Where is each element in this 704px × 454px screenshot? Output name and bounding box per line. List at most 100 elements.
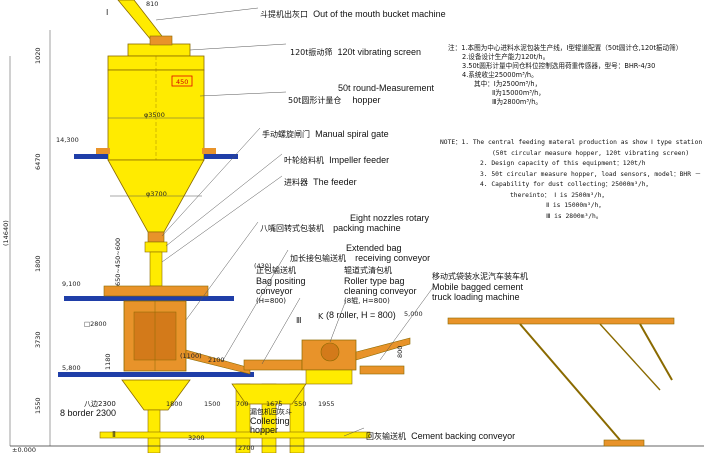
- dim-el-0: ±0.000: [12, 446, 37, 454]
- notes-en: NOTE：1. The central feeding materal prod…: [440, 138, 704, 222]
- label-vibrating-screen-cn: 120t振动筛: [290, 48, 333, 57]
- label-cement-backing-en: Cement backing conveyor: [411, 431, 516, 441]
- dim-phi3700: φ3700: [146, 190, 167, 198]
- dim-el-9100: 9,100: [62, 280, 81, 288]
- label-extended-en-line1: Extended bag: [346, 243, 402, 253]
- label-extended-en1: Extended bag: [346, 236, 402, 255]
- d450-box: [171, 75, 193, 87]
- notes-cn-line-4: 4.系统收尘25000m³/h。: [462, 71, 538, 79]
- notes-en-line-1: 1. The central feeding materal productio…: [461, 139, 703, 146]
- vibrating-screen-box: [127, 43, 191, 57]
- label-bag-positing-en-line1: Bag positing: [256, 276, 306, 286]
- platform-5800: [58, 372, 254, 377]
- label-measure-hopper-en-line2: hopper: [352, 95, 381, 105]
- truck-loader-leg-3: [599, 323, 661, 391]
- label-vibrating-screen-en: 120t vibrating screen: [337, 47, 422, 57]
- roller-drum: [320, 342, 340, 362]
- label-feeder-cn: 进料器: [284, 178, 308, 187]
- label-border-cn: 八边2300: [84, 400, 116, 408]
- notes-cn-line-6: Ⅱ为15000m³/h，: [492, 89, 545, 97]
- dim-700: 700: [236, 400, 249, 408]
- label-bag-positing-en-line2: conveyor: [256, 286, 293, 296]
- mark-III: Ⅲ: [296, 316, 302, 325]
- label-measure-hopper-en1: 50t round-Measurement: [338, 76, 434, 95]
- label-bucket-outlet-en: Out of the mouth bucket machine: [313, 9, 446, 19]
- label-bag-positing-en-line3: (H=800): [256, 297, 286, 305]
- label-packing-cn: 八嘴回转式包装机: [260, 224, 324, 233]
- support-leg-1: [147, 409, 161, 453]
- label-measure-hopper: 50t圆形计量仓 hopper: [288, 88, 380, 107]
- notes-cn-line-5: 其中：Ⅰ为2500m³/h，: [474, 80, 542, 88]
- label-mobile-truck-en-line1: Mobile bagged cement: [432, 282, 524, 292]
- notes-cn-line-0: 注：1.本图为中心进料水泥包装生产线，Ⅰ型辊道配置（50t圆计仓,120t振动筛…: [448, 44, 682, 53]
- bag-positing-conveyor: [243, 359, 303, 371]
- label-packing-en-line1: Eight nozzles rotary: [350, 213, 430, 223]
- label-roller-cleaning: 辊道式清包机 Roller type bag cleaning conveyor…: [344, 266, 417, 306]
- label-bucket-outlet: 斗提机出灰口 Out of the mouth bucket machine: [260, 2, 446, 21]
- platform-9100: [64, 296, 234, 301]
- roller-legs: [305, 369, 353, 385]
- notes-en-line-3: 2. Design capacity of this equipment：120…: [480, 160, 646, 167]
- notes-en-line-4: 3. 50t circular measure hopper, load sen…: [480, 170, 704, 178]
- label-feeder: 进料器 The feeder: [284, 170, 357, 189]
- label-extended-cn: 加长接包输送机: [290, 254, 346, 263]
- label-collecting-hopper-en-line2: hopper: [250, 425, 279, 435]
- label-roller-cleaning-en-line1: Roller type bag: [344, 276, 405, 286]
- dim-el-14300: 14,300: [56, 136, 79, 144]
- label-feeder-en: The feeder: [313, 177, 357, 187]
- label-mobile-truck-en-line2: truck loading machine: [432, 292, 520, 302]
- dim-1800h: 1800: [166, 400, 183, 408]
- truck-loader-base: [603, 439, 645, 447]
- dim-2100: 2100: [208, 356, 225, 364]
- dim-1500: 1500: [204, 400, 221, 408]
- notes-cn-line-1: 1.本图为中心进料水泥包装生产线，Ⅰ型辊道配置（50t圆计仓,120t振动筛）: [461, 44, 683, 52]
- label-cement-backing: 回灰输送机 Cement backing conveyor: [366, 424, 515, 443]
- label-spiral-gate-en: Manual spiral gate: [315, 129, 389, 139]
- dim-1800: 1800: [34, 255, 42, 272]
- label-cement-backing-cn: 回灰输送机: [366, 432, 406, 441]
- spiral-gate-body: [147, 231, 165, 243]
- label-impeller: 叶轮给料机 Impeller feeder: [284, 148, 389, 167]
- label-collecting-hopper-en-line1: Collecting: [250, 416, 290, 426]
- label-measure-hopper-cn: 50t圆形计量仓: [288, 96, 342, 105]
- label-vibrating-screen: 120t振动筛 120t vibrating screen: [290, 40, 421, 59]
- mark-I: Ⅰ: [106, 8, 109, 17]
- label-roller-cleaning-en-line3: (8 roller, H = 800): [326, 310, 396, 320]
- dim-650: 650~450~600: [114, 237, 122, 286]
- truck-loader-leg-1: [519, 323, 621, 441]
- screen-drive: [149, 35, 173, 46]
- label-packing-en1: Eight nozzles rotary: [350, 206, 429, 225]
- label-impeller-en: Impeller feeder: [329, 155, 390, 165]
- cement-backing-conveyor: [99, 431, 371, 439]
- label-spiral-gate-cn: 手动螺旋闸门: [262, 130, 310, 139]
- notes-en-line-8: Ⅲ is 2800m³/h。: [546, 212, 603, 220]
- notes-en-line-6: thereinto： Ⅰ is 2500m³/h，: [510, 191, 608, 199]
- dim-phi3500: φ3500: [144, 111, 165, 119]
- dim-el-5800: 5,800: [62, 364, 81, 372]
- label-mobile-truck-cn: 移动式袋装水泥汽车装车机: [432, 272, 528, 281]
- notes-cn-title: 注：: [448, 44, 462, 52]
- label-border: 八边2300 8 border 2300: [60, 400, 116, 418]
- truck-loader-leg-2: [639, 323, 673, 381]
- label-bag-positing: 正包输送机 Bag positing conveyor (H=800): [256, 266, 306, 306]
- dim-6470: 6470: [34, 153, 42, 170]
- packer-top-frame: [103, 285, 209, 297]
- incline-conveyor: [355, 337, 411, 361]
- collecting-hopper-shape: [231, 383, 307, 405]
- dim-430: (430): [254, 262, 272, 270]
- notes-en-line-0: NOTE：1. The central feeding materal prod…: [440, 138, 704, 149]
- notes-cn: 注：1.本图为中心进料水泥包装生产线，Ⅰ型辊道配置（50t圆计仓,120t振动筛…: [448, 44, 682, 107]
- orange-stand-low: [359, 365, 405, 375]
- platform-14300-right: [204, 154, 238, 159]
- dim-450: 450: [176, 78, 189, 86]
- label-roller-cleaning-cn2: (8辊, H=800): [344, 297, 390, 305]
- dim-1020: 1020: [34, 47, 42, 64]
- dim-1180: 1180: [104, 353, 112, 370]
- notes-en-line-7: Ⅱ is 15000m³/h，: [546, 202, 605, 209]
- notes-en-line-5: 4. Capability for dust collecting：25000m…: [480, 181, 652, 188]
- dim-550: 550: [294, 400, 307, 408]
- impeller-body: [144, 241, 168, 253]
- platform-14300-left: [74, 154, 108, 159]
- dim-1100: (1100): [180, 352, 202, 360]
